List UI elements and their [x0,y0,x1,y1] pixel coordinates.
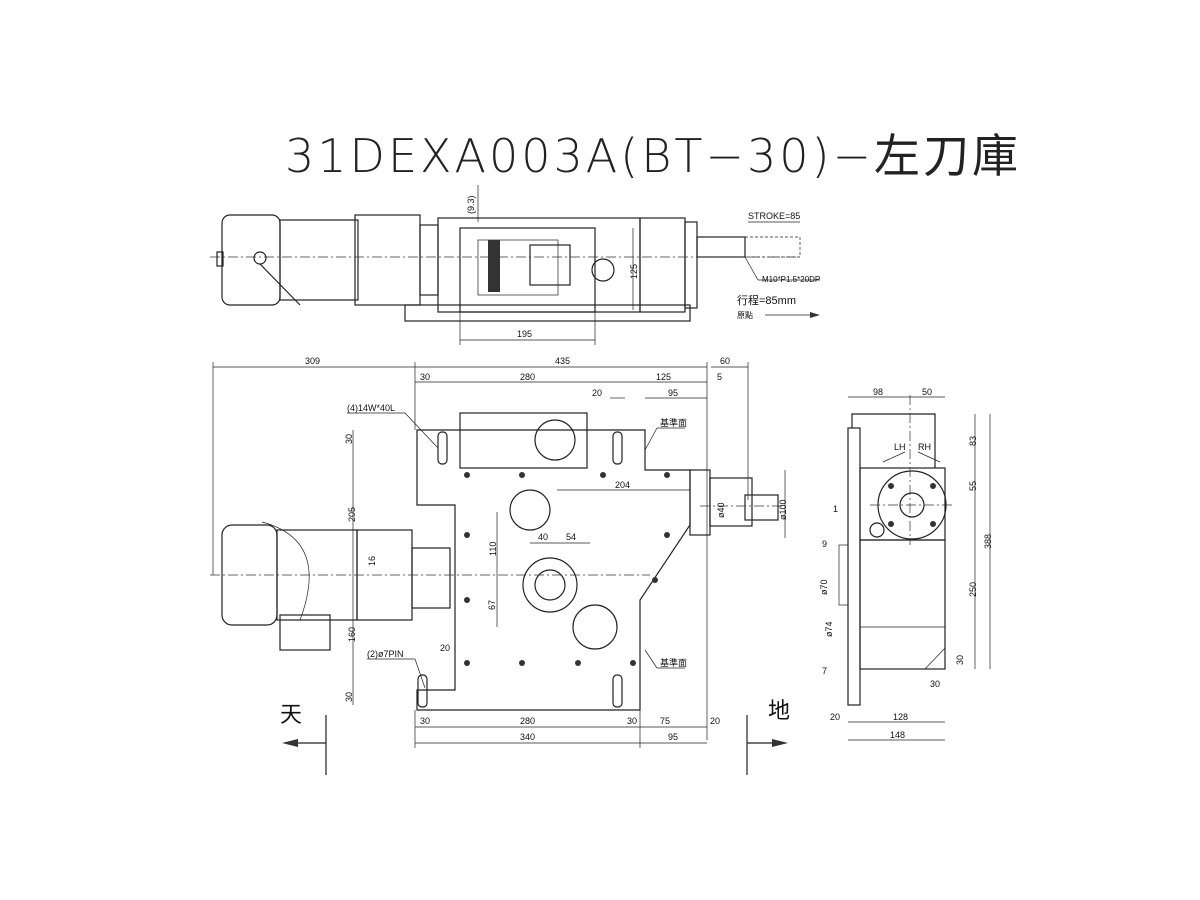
dim-phi100: ø100 [778,499,788,520]
dim-148: 148 [890,730,905,740]
dim-phi70: ø70 [819,579,829,595]
heaven-label: 天 [280,703,302,728]
dim-16: 16 [367,556,377,566]
dim-bot-20: 20 [710,716,720,726]
front-view: 309 435 60 30 280 125 5 20 95 (4)14W*40L… [210,356,790,775]
datum-top: 基準面 [660,417,687,428]
datum-bottom: 基準面 [660,657,687,668]
thread-note: M10*P1.5*20DP [762,275,820,284]
dim-204: 204 [615,480,630,490]
dim-bot-75: 75 [660,716,670,726]
dim-top-95: 95 [668,388,678,398]
dim-left-30-top: 30 [344,434,354,444]
slot-note: (4)14W*40L [347,403,395,413]
dim-195: 195 [517,329,532,339]
dim-top-125: 125 [656,372,671,382]
travel-note: 行程=85mm [737,294,796,307]
dim-60: 60 [720,356,730,366]
dim-bot-30a: 30 [420,716,430,726]
dim-7: 7 [822,666,827,676]
dim-30-horizontal: 30 [930,679,940,689]
dim-128: 128 [893,712,908,722]
stroke-note: STROKE=85 [748,211,800,221]
dim-9.3: (9.3) [466,195,476,214]
dim-125: 125 [629,264,639,279]
rh-label: RH [918,442,931,452]
dim-1: 1 [833,504,838,514]
dim-bot-95: 95 [668,732,678,742]
top-view: 195 125 (9.3) STROKE=85 M10*P1.5*20DP 行程… [210,185,820,345]
dim-pin-20: 20 [440,643,450,653]
drawing-title: 31DEXA003A(BT−30)−左刀庫 [285,129,1021,183]
dim-67: 67 [487,600,497,610]
dim-top-280: 280 [520,372,535,382]
dim-top-5: 5 [717,372,722,382]
dim-top-30: 30 [420,372,430,382]
dim-9: 9 [822,539,827,549]
dim-40: 40 [538,532,548,542]
dim-phi74: ø74 [824,621,834,637]
dim-20: 20 [830,712,840,722]
dim-30-vertical: 30 [955,655,965,665]
dim-left-205: 205 [347,507,357,522]
dim-50: 50 [922,387,932,397]
dim-54: 54 [566,532,576,542]
dim-bot-280: 280 [520,716,535,726]
dim-250: 250 [968,582,978,597]
dim-top-20: 20 [592,388,602,398]
dim-55: 55 [968,481,978,491]
dim-83: 83 [968,436,978,446]
dim-left-160: 160 [347,627,357,642]
side-view: LH RH 98 50 83 55 250 388 1 9 ø70 ø74 7 … [819,387,993,741]
dim-388: 388 [983,534,993,549]
dim-110: 110 [488,542,498,556]
dim-left-30-bottom: 30 [344,692,354,702]
dim-bot-30b: 30 [627,716,637,726]
lh-label: LH [894,442,906,452]
dim-phi40: ø40 [716,502,726,518]
dim-98: 98 [873,387,883,397]
dim-435: 435 [555,356,570,366]
earth-label: 地 [768,699,790,724]
dim-309: 309 [305,356,320,366]
dim-bot-340: 340 [520,732,535,742]
origin-note: 原點 [737,310,753,320]
pin-note: (2)ø7PIN [367,649,404,659]
